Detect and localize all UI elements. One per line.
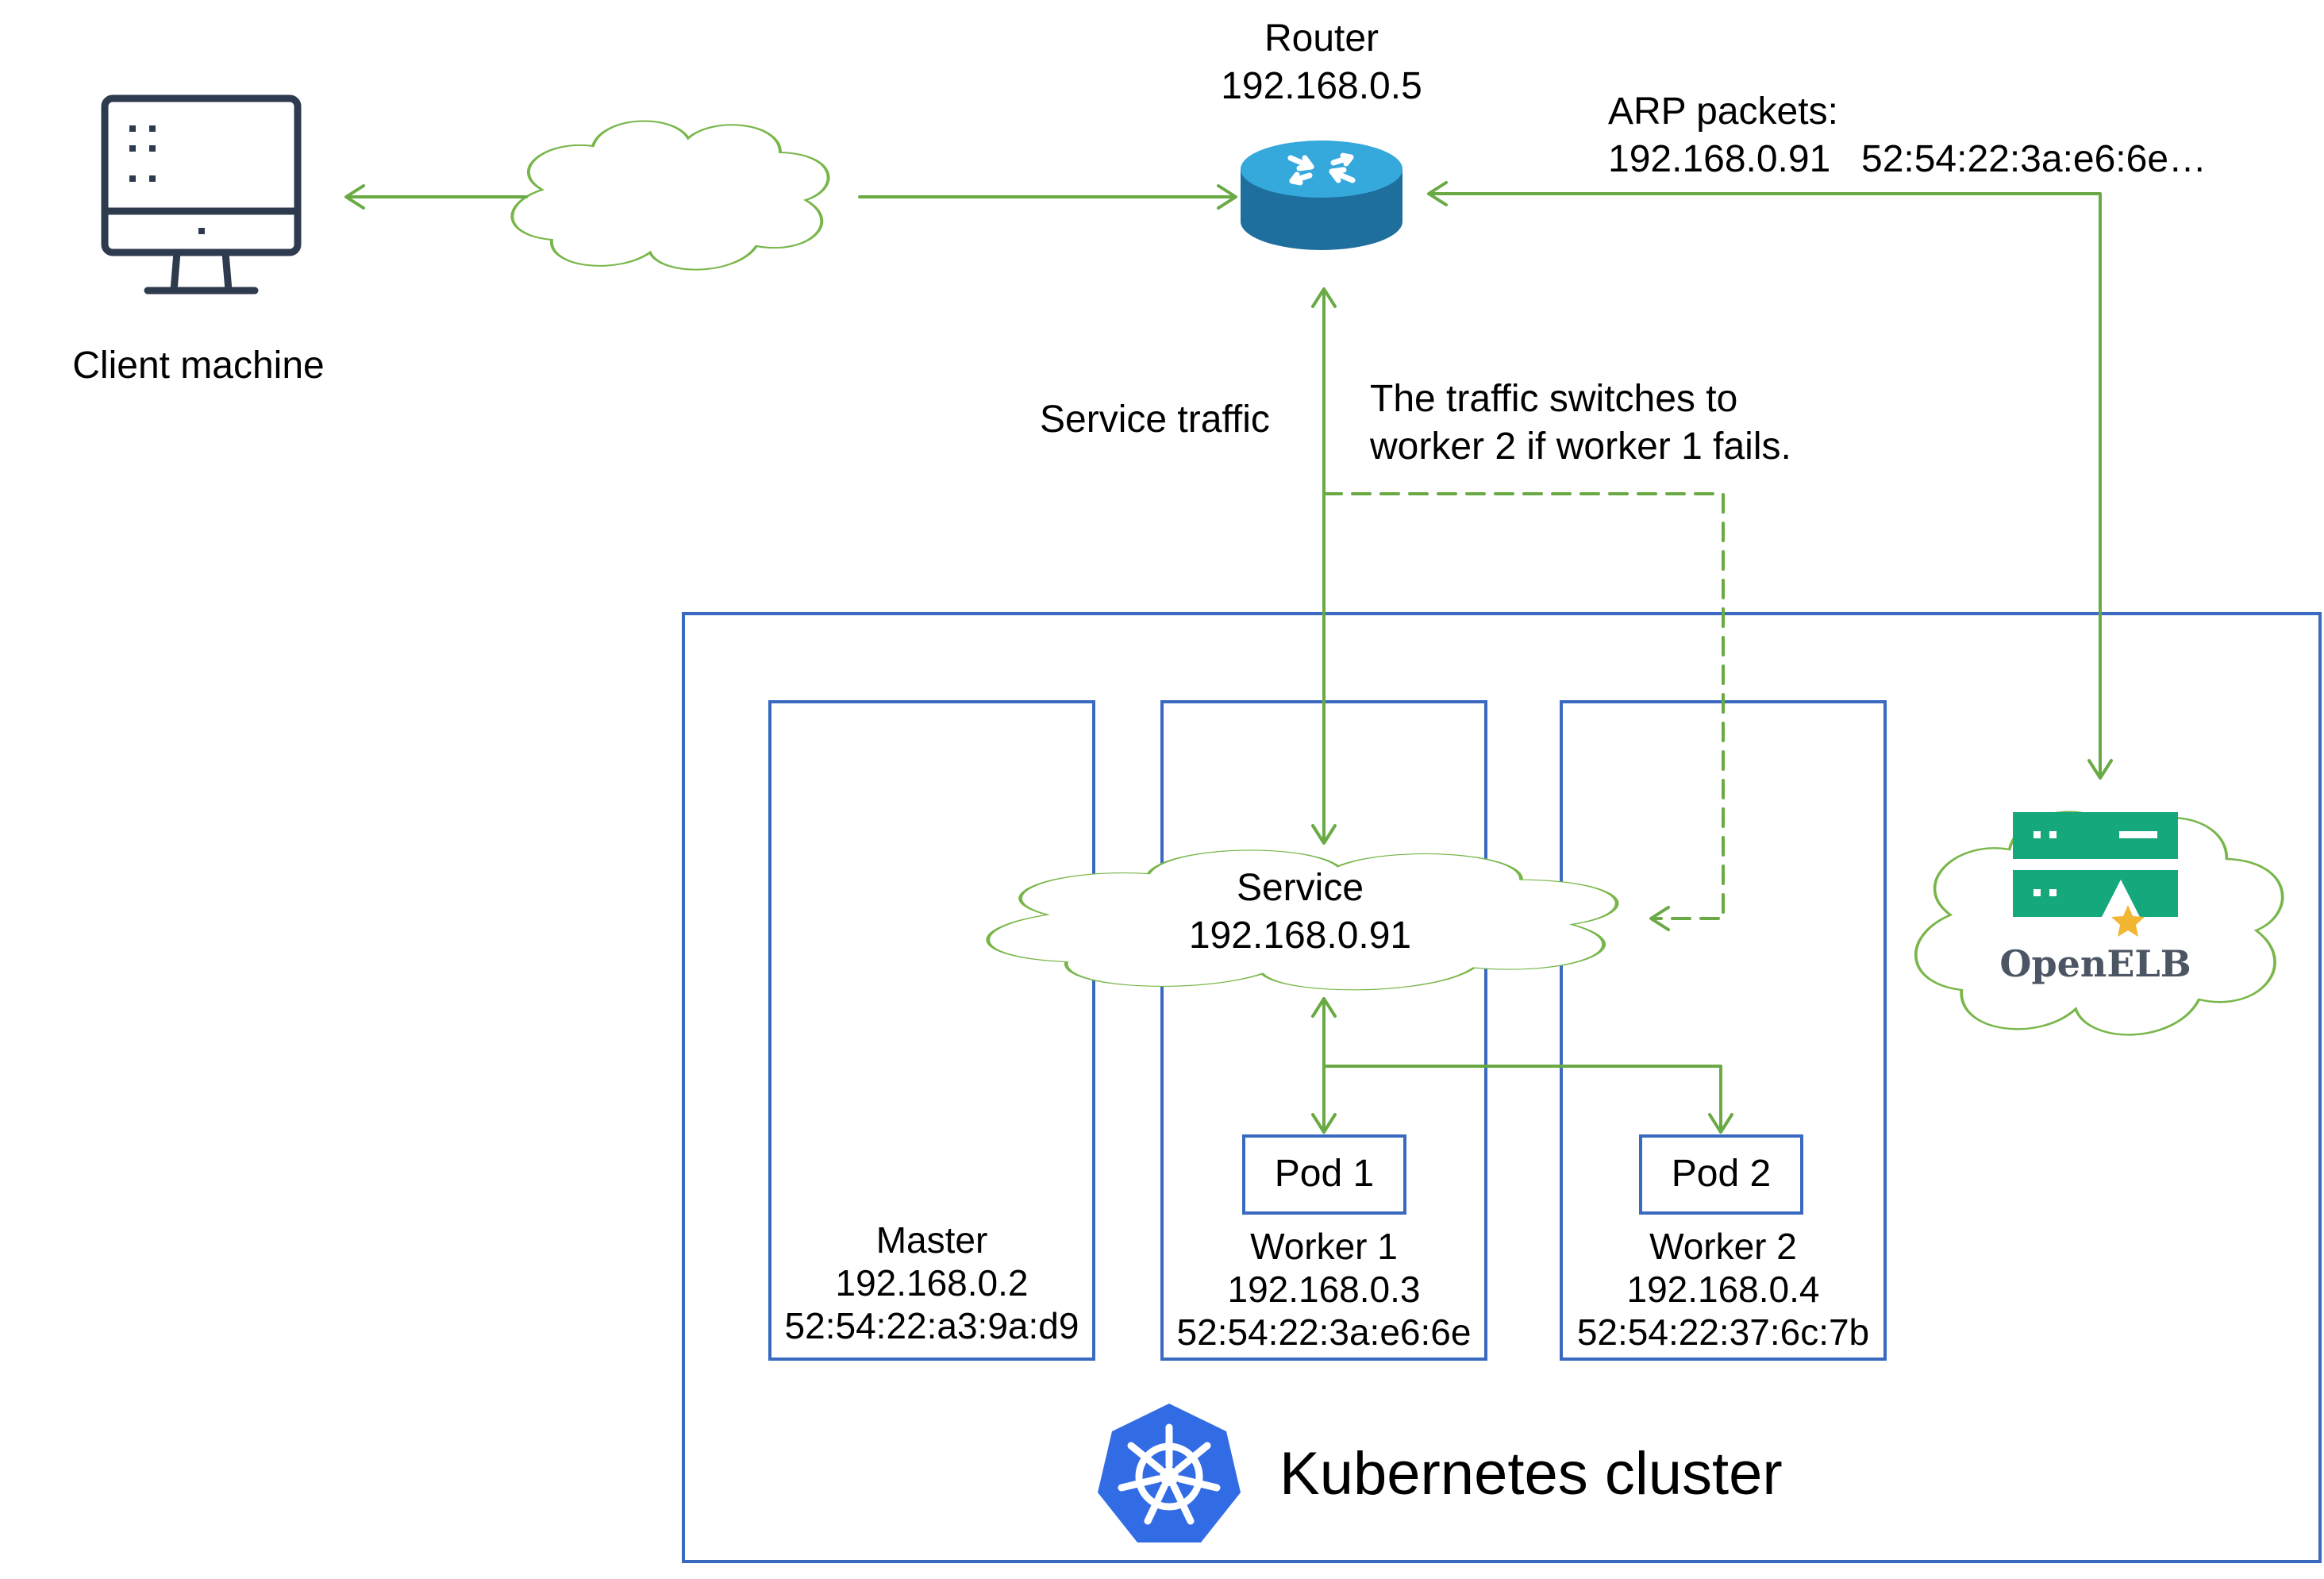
openelb-star-icon: [2111, 905, 2145, 937]
pod-2-label: Pod 2: [1671, 1153, 1772, 1195]
pod-2-box: [1639, 1134, 1803, 1215]
kubernetes-cluster-label: Kubernetes cluster: [1279, 1440, 1783, 1508]
pod-1-box: [1242, 1134, 1406, 1215]
arrowhead-pod2: [1708, 1113, 1733, 1134]
arrowhead-service-bottom: [1311, 997, 1337, 1018]
failover-note-line-1: The traffic switches to: [1370, 378, 1738, 420]
arrowhead-failover: [1649, 906, 1670, 931]
service-ip-label: 192.168.0.91: [1188, 915, 1412, 957]
arrow-arp-path: [1429, 192, 2102, 778]
arrow-service-pod2: [1322, 1065, 1722, 1134]
arp-packets-title: ARP packets:: [1608, 91, 1838, 133]
master-mac-label: 52:54:22:a3:9a:d9: [784, 1305, 1079, 1346]
openelb-server-icon: [2013, 812, 2178, 937]
worker-1-name-label: Worker 1: [1250, 1226, 1398, 1267]
arp-packets-ip: 192.168.0.91: [1608, 138, 1831, 180]
pod-1-label: Pod 1: [1274, 1153, 1375, 1195]
arrowhead-router-bottom: [1311, 287, 1337, 308]
router-ip-label: 192.168.0.5: [1221, 65, 1422, 107]
arrowhead-client: [344, 184, 365, 210]
internet-cloud-icon: [512, 121, 828, 269]
worker-2-ip-label: 192.168.0.4: [1626, 1269, 1820, 1310]
master-node-box: [768, 700, 1095, 1361]
openelb-logo-text: OpenELB: [1999, 942, 2191, 985]
monitor-icon: [101, 94, 302, 295]
worker-2-mac-label: 52:54:22:37:6c:7b: [1576, 1311, 1870, 1353]
service-traffic-label: Service traffic: [1040, 399, 1270, 441]
client-machine-label: Client machine: [72, 345, 325, 387]
connection-arrows: [344, 181, 2113, 1134]
failover-note-line-2: worker 2 if worker 1 fails.: [1370, 426, 1791, 468]
kubernetes-logo-icon: [1098, 1404, 1241, 1542]
arp-packets-mac: 52:54:22:3a:e6:6e…: [1861, 138, 2207, 180]
router-name-label: Router: [1264, 17, 1379, 60]
arrowhead-router-right: [1427, 181, 1448, 206]
arrowhead-openelb: [2087, 759, 2113, 780]
arrowhead-service-top: [1311, 824, 1337, 845]
router-icon: [1241, 141, 1402, 250]
worker-2-name-label: Worker 2: [1649, 1226, 1797, 1267]
arrow-failover-dashed: [1322, 492, 1725, 920]
worker-1-mac-label: 52:54:22:3a:e6:6e: [1176, 1311, 1472, 1353]
master-name-label: Master: [875, 1219, 988, 1261]
kubernetes-cluster-box: [682, 612, 2322, 1563]
arrowhead-pod1: [1311, 1113, 1337, 1134]
worker-1-ip-label: 192.168.0.3: [1227, 1269, 1421, 1310]
service-name-label: Service: [1236, 867, 1364, 909]
master-ip-label: 192.168.0.2: [835, 1262, 1029, 1304]
arrowhead-router-left: [1217, 184, 1237, 210]
